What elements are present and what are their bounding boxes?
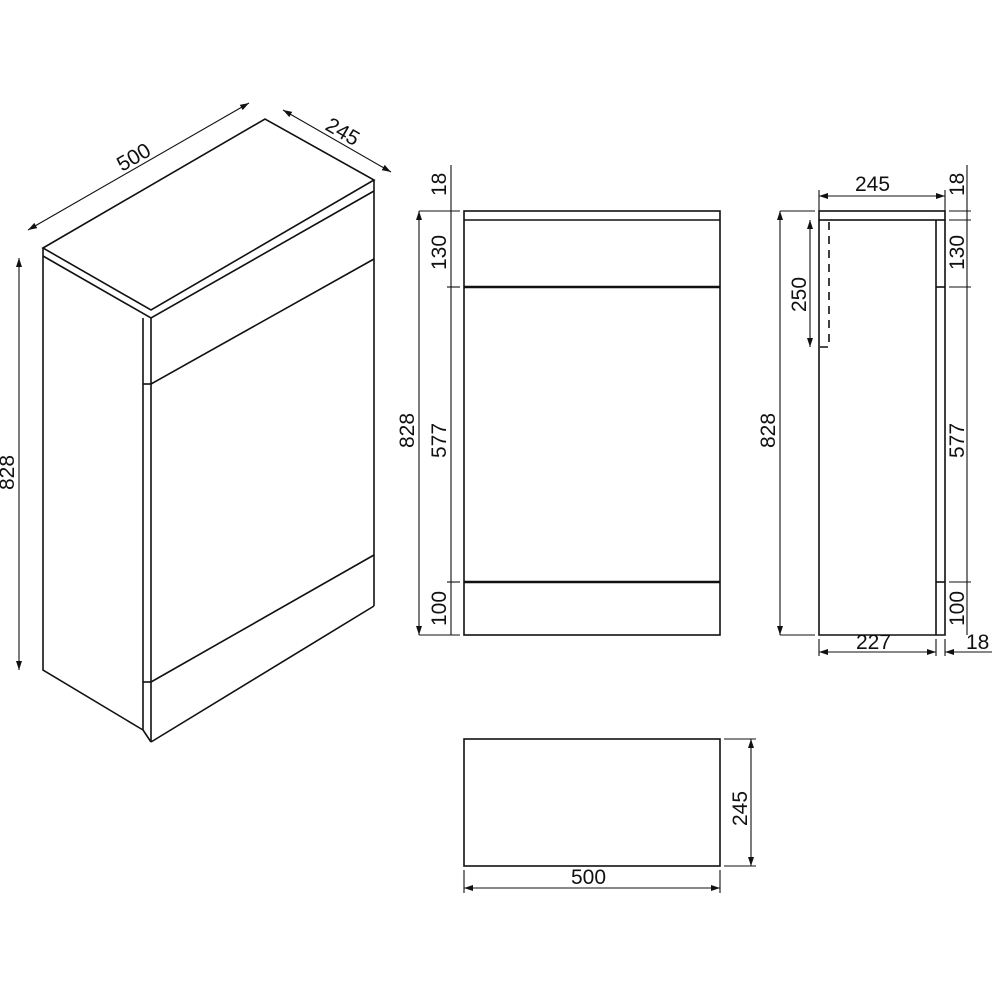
side-height-label: 828 — [757, 413, 780, 448]
front-height-label: 828 — [396, 413, 419, 448]
plan-width-label: 500 — [571, 866, 606, 889]
front-outline — [463, 210, 721, 636]
iso-depth-label: 245 — [322, 113, 364, 150]
iso-bottom-edge — [150, 605, 375, 743]
front-elevation: 18 130 828 577 100 — [396, 165, 721, 636]
iso-width-label: 500 — [113, 139, 155, 176]
side-cutout-hidden-line — [819, 222, 830, 348]
iso-depth-dimension — [282, 109, 392, 173]
plan-depth-label: 245 — [729, 791, 752, 826]
side-top-thickness-label: 18 — [946, 173, 969, 196]
side-cutout-label: 250 — [788, 277, 811, 312]
side-door-thickness-label: 18 — [966, 631, 989, 654]
isometric-view: 500 245 828 — [0, 102, 392, 743]
front-top-thickness-label: 18 — [428, 173, 451, 196]
plan-outline — [463, 738, 721, 867]
side-top — [818, 210, 946, 221]
iso-width-dimension — [27, 102, 250, 231]
side-plinth-label: 100 — [946, 591, 969, 626]
iso-height-label: 828 — [0, 455, 19, 490]
side-depth-label: 245 — [855, 173, 890, 196]
side-top-panel-label: 130 — [946, 235, 969, 270]
front-plinth-label: 100 — [428, 591, 451, 626]
front-door-label: 577 — [428, 423, 451, 458]
side-outline — [818, 220, 946, 636]
iso-edge — [142, 729, 152, 743]
front-top-panel-label: 130 — [428, 235, 451, 270]
iso-side-panel — [42, 256, 144, 731]
iso-plinth-split — [150, 554, 375, 683]
iso-top-surface — [41, 118, 376, 311]
iso-top-panel-split — [150, 258, 375, 385]
plan-view: 245 500 — [463, 738, 756, 893]
side-elevation: 245 250 828 18 130 577 100 227 18 — [757, 165, 992, 656]
side-door-label: 577 — [946, 423, 969, 458]
iso-top-edge — [42, 190, 375, 319]
side-body-depth-label: 227 — [856, 631, 891, 654]
